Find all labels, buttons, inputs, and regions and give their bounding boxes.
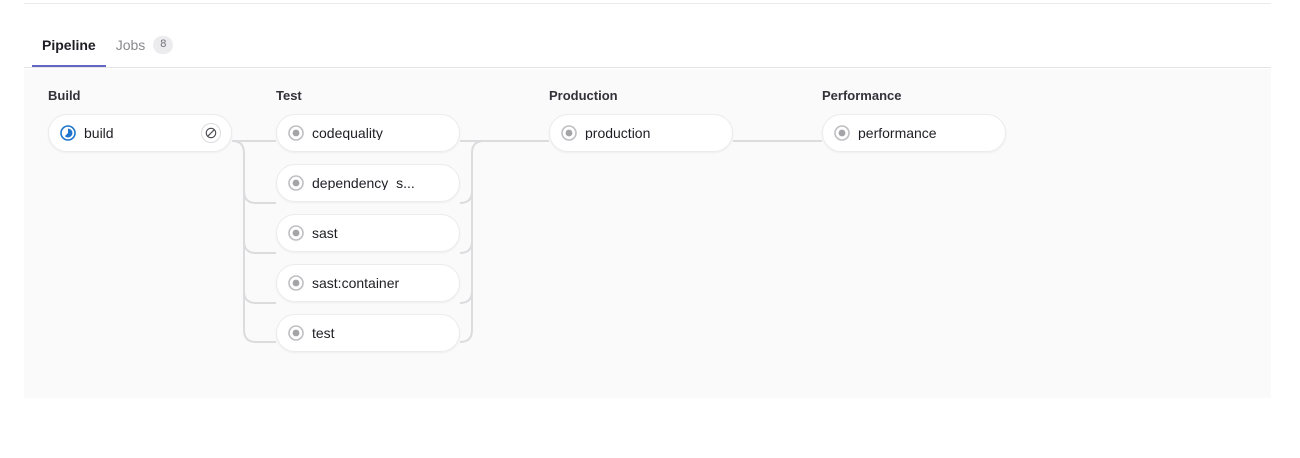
job-sast-container-label: sast:container	[312, 276, 400, 290]
edge-dependency-trunk	[459, 190, 473, 204]
status-created-icon	[561, 125, 577, 141]
stage-test: Test codequality dependency_s...	[276, 69, 460, 352]
stage-performance-jobs: performance	[822, 114, 1006, 152]
tab-jobs[interactable]: Jobs 8	[106, 22, 184, 67]
edge-test-trunk-production	[459, 140, 549, 343]
status-created-icon	[288, 225, 304, 241]
cancel-glyph	[205, 127, 217, 139]
tab-pipeline[interactable]: Pipeline	[32, 22, 106, 67]
job-production[interactable]: production	[549, 114, 733, 152]
stage-title-performance: Performance	[822, 88, 902, 103]
pipeline-graph: Build build	[24, 69, 1271, 398]
stage-build: Build build	[48, 69, 232, 152]
job-sast-container[interactable]: sast:container	[276, 264, 460, 302]
edge-build-test-trunk	[231, 140, 276, 343]
top-divider	[24, 3, 1271, 4]
job-codequality-label: codequality	[312, 126, 383, 140]
job-performance-label: performance	[858, 126, 937, 140]
job-test[interactable]: test	[276, 314, 460, 352]
job-build[interactable]: build	[48, 114, 232, 152]
stage-title-build: Build	[48, 88, 81, 103]
edge-sast-container-trunk	[459, 290, 473, 304]
edge-build-sast-container	[243, 290, 276, 304]
stage-test-jobs: codequality dependency_s... sast	[276, 114, 460, 352]
job-test-label: test	[312, 326, 335, 340]
status-created-icon	[288, 275, 304, 291]
status-created-icon	[288, 325, 304, 341]
status-created-icon	[288, 125, 304, 141]
job-production-label: production	[585, 126, 651, 140]
job-dependency-scanning[interactable]: dependency_s...	[276, 164, 460, 202]
stage-performance: Performance performance	[822, 69, 1006, 152]
edge-sast-trunk	[459, 240, 473, 254]
job-performance[interactable]: performance	[822, 114, 1006, 152]
job-sast[interactable]: sast	[276, 214, 460, 252]
stage-build-jobs: build	[48, 114, 232, 152]
tab-jobs-count-badge: 8	[153, 35, 174, 54]
pipeline-tabs: Pipeline Jobs 8	[24, 22, 1271, 68]
status-created-icon	[834, 125, 850, 141]
job-sast-label: sast	[312, 226, 338, 240]
edge-build-dependency	[243, 190, 276, 204]
cancel-icon[interactable]	[201, 123, 221, 143]
tab-pipeline-label: Pipeline	[42, 36, 96, 53]
stage-title-production: Production	[549, 88, 618, 103]
stage-title-test: Test	[276, 88, 302, 103]
job-dependency-scanning-label: dependency_s...	[312, 176, 415, 190]
edge-build-sast	[243, 240, 276, 254]
status-running-icon	[60, 125, 76, 141]
stage-production-jobs: production	[549, 114, 733, 152]
status-created-icon	[288, 175, 304, 191]
stage-production: Production production	[549, 69, 733, 152]
job-build-label: build	[84, 126, 114, 140]
tab-jobs-label: Jobs	[115, 36, 146, 53]
job-codequality[interactable]: codequality	[276, 114, 460, 152]
